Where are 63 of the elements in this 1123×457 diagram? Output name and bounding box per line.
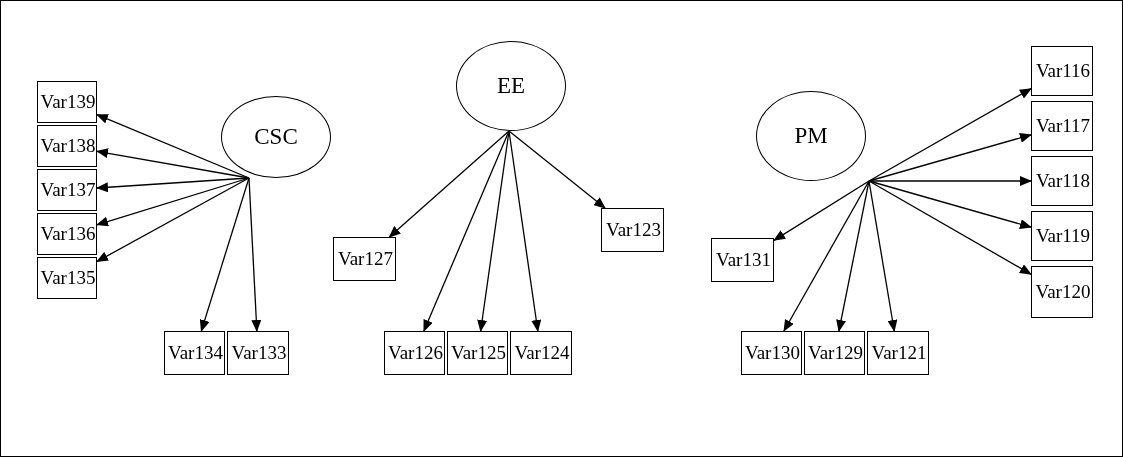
variable-label: Var137 bbox=[40, 179, 96, 201]
variable-label: Var117 bbox=[1035, 115, 1091, 137]
variable-label: Var135 bbox=[40, 267, 96, 289]
arrow bbox=[868, 180, 1032, 229]
observed-variable-box bbox=[37, 213, 97, 255]
arrow bbox=[868, 180, 898, 332]
arrow bbox=[868, 180, 1032, 275]
variable-label: Var118 bbox=[1035, 170, 1091, 192]
observed-variable-box bbox=[867, 331, 929, 375]
variable-label: Var124 bbox=[514, 342, 570, 364]
observed-variable-box bbox=[741, 331, 802, 375]
variable-label: PM bbox=[794, 123, 828, 149]
arrow bbox=[96, 113, 250, 179]
variable-label: Var139 bbox=[40, 91, 96, 113]
variable-label: Var131 bbox=[716, 249, 771, 271]
observed-variable-box bbox=[37, 257, 97, 299]
observed-variable-box bbox=[384, 331, 445, 375]
variable-label: Var121 bbox=[871, 342, 927, 364]
arrow bbox=[388, 130, 510, 238]
arrow bbox=[773, 180, 870, 241]
arrow bbox=[783, 180, 870, 332]
variable-label: Var127 bbox=[338, 248, 393, 270]
observed-variable-box bbox=[333, 237, 396, 281]
observed-variable-box bbox=[447, 331, 508, 375]
variable-label: EE bbox=[496, 73, 526, 99]
variable-label: Var119 bbox=[1035, 225, 1091, 247]
variable-label: Var133 bbox=[231, 342, 287, 364]
observed-variable-box bbox=[1031, 101, 1093, 151]
variable-label: Var134 bbox=[168, 342, 223, 364]
observed-variable-box bbox=[711, 238, 774, 282]
variable-label: Var116 bbox=[1035, 60, 1091, 82]
observed-variable-box bbox=[37, 81, 97, 123]
variable-label: Var126 bbox=[388, 342, 443, 364]
variable-label: Var123 bbox=[606, 219, 661, 241]
variable-label: Var130 bbox=[745, 342, 800, 364]
observed-variable-box bbox=[804, 331, 865, 375]
arrow bbox=[96, 177, 250, 227]
variable-label: Var136 bbox=[40, 223, 96, 245]
observed-variable-box bbox=[1031, 156, 1093, 206]
arrow bbox=[423, 130, 510, 332]
observed-variable-box bbox=[164, 331, 225, 375]
arrow bbox=[508, 130, 542, 332]
observed-variable-box bbox=[601, 208, 664, 252]
observed-variable-box bbox=[1031, 46, 1093, 96]
observed-variable-box bbox=[510, 331, 572, 375]
variable-label: Var129 bbox=[808, 342, 863, 364]
observed-variable-box bbox=[37, 125, 97, 167]
observed-variable-box bbox=[37, 169, 97, 211]
observed-variable-box bbox=[1031, 266, 1093, 318]
arrow bbox=[248, 177, 262, 332]
arrow bbox=[836, 180, 870, 332]
arrow bbox=[96, 148, 250, 179]
arrow bbox=[96, 177, 250, 193]
arrow bbox=[508, 130, 606, 209]
observed-variable-box bbox=[227, 331, 289, 375]
variable-label: Var138 bbox=[40, 135, 96, 157]
arrow bbox=[477, 130, 510, 332]
arrow bbox=[96, 177, 250, 263]
variable-label: Var125 bbox=[451, 342, 506, 364]
observed-variable-box bbox=[1031, 211, 1093, 261]
variable-label: Var120 bbox=[1035, 281, 1091, 303]
arrow bbox=[868, 88, 1032, 182]
variable-label: CSC bbox=[254, 124, 298, 150]
